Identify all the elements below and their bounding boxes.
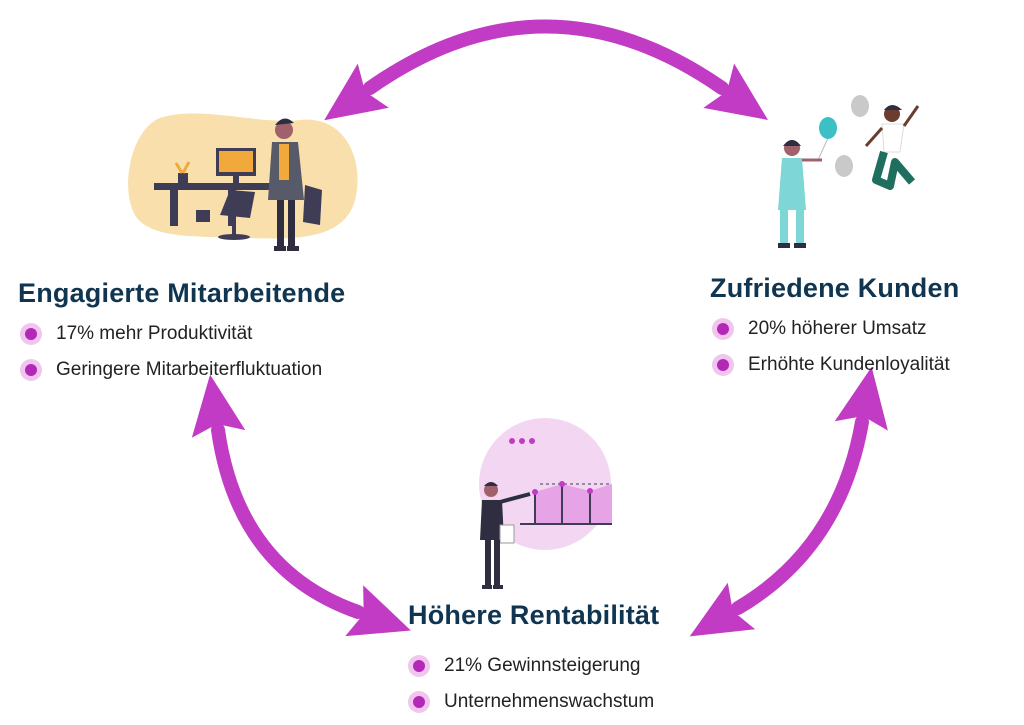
bullet-icon xyxy=(712,318,734,340)
bullet-icon xyxy=(20,359,42,381)
bullet-icon xyxy=(408,655,430,677)
list-item: Unternehmenswachstum xyxy=(408,684,654,720)
bullet-icon xyxy=(712,354,734,376)
customers-bullets: 20% höherer Umsatz Erhöhte Kundenloyalit… xyxy=(712,311,950,383)
employees-title: Engagierte Mitarbeitende xyxy=(18,278,346,308)
arrow-top xyxy=(324,19,769,121)
profit-bullets: 21% Gewinnsteigerung Unternehmenswachstu… xyxy=(408,648,654,720)
bullet-icon xyxy=(20,323,42,345)
bullet-text: 17% mehr Produktivität xyxy=(56,323,253,344)
arrow-left xyxy=(191,374,411,637)
bullet-text: Erhöhte Kundenloyalität xyxy=(748,354,950,375)
employees-bullets: 17% mehr Produktivität Geringere Mitarbe… xyxy=(20,316,322,388)
bullet-text: Unternehmenswachstum xyxy=(444,691,655,712)
arrow-right xyxy=(689,366,888,637)
bullet-text: 21% Gewinnsteigerung xyxy=(444,655,641,676)
bullet-icon xyxy=(408,691,430,713)
list-item: Geringere Mitarbeiterfluktuation xyxy=(20,352,322,388)
profit-title: Höhere Rentabilität xyxy=(408,600,660,630)
list-item: 17% mehr Produktivität xyxy=(20,316,322,352)
bullet-text: Geringere Mitarbeiterfluktuation xyxy=(56,359,323,380)
bullet-text: 20% höherer Umsatz xyxy=(748,318,927,339)
list-item: Erhöhte Kundenloyalität xyxy=(712,347,950,383)
list-item: 20% höherer Umsatz xyxy=(712,311,950,347)
customers-title: Zufriedene Kunden xyxy=(710,273,960,303)
list-item: 21% Gewinnsteigerung xyxy=(408,648,654,684)
